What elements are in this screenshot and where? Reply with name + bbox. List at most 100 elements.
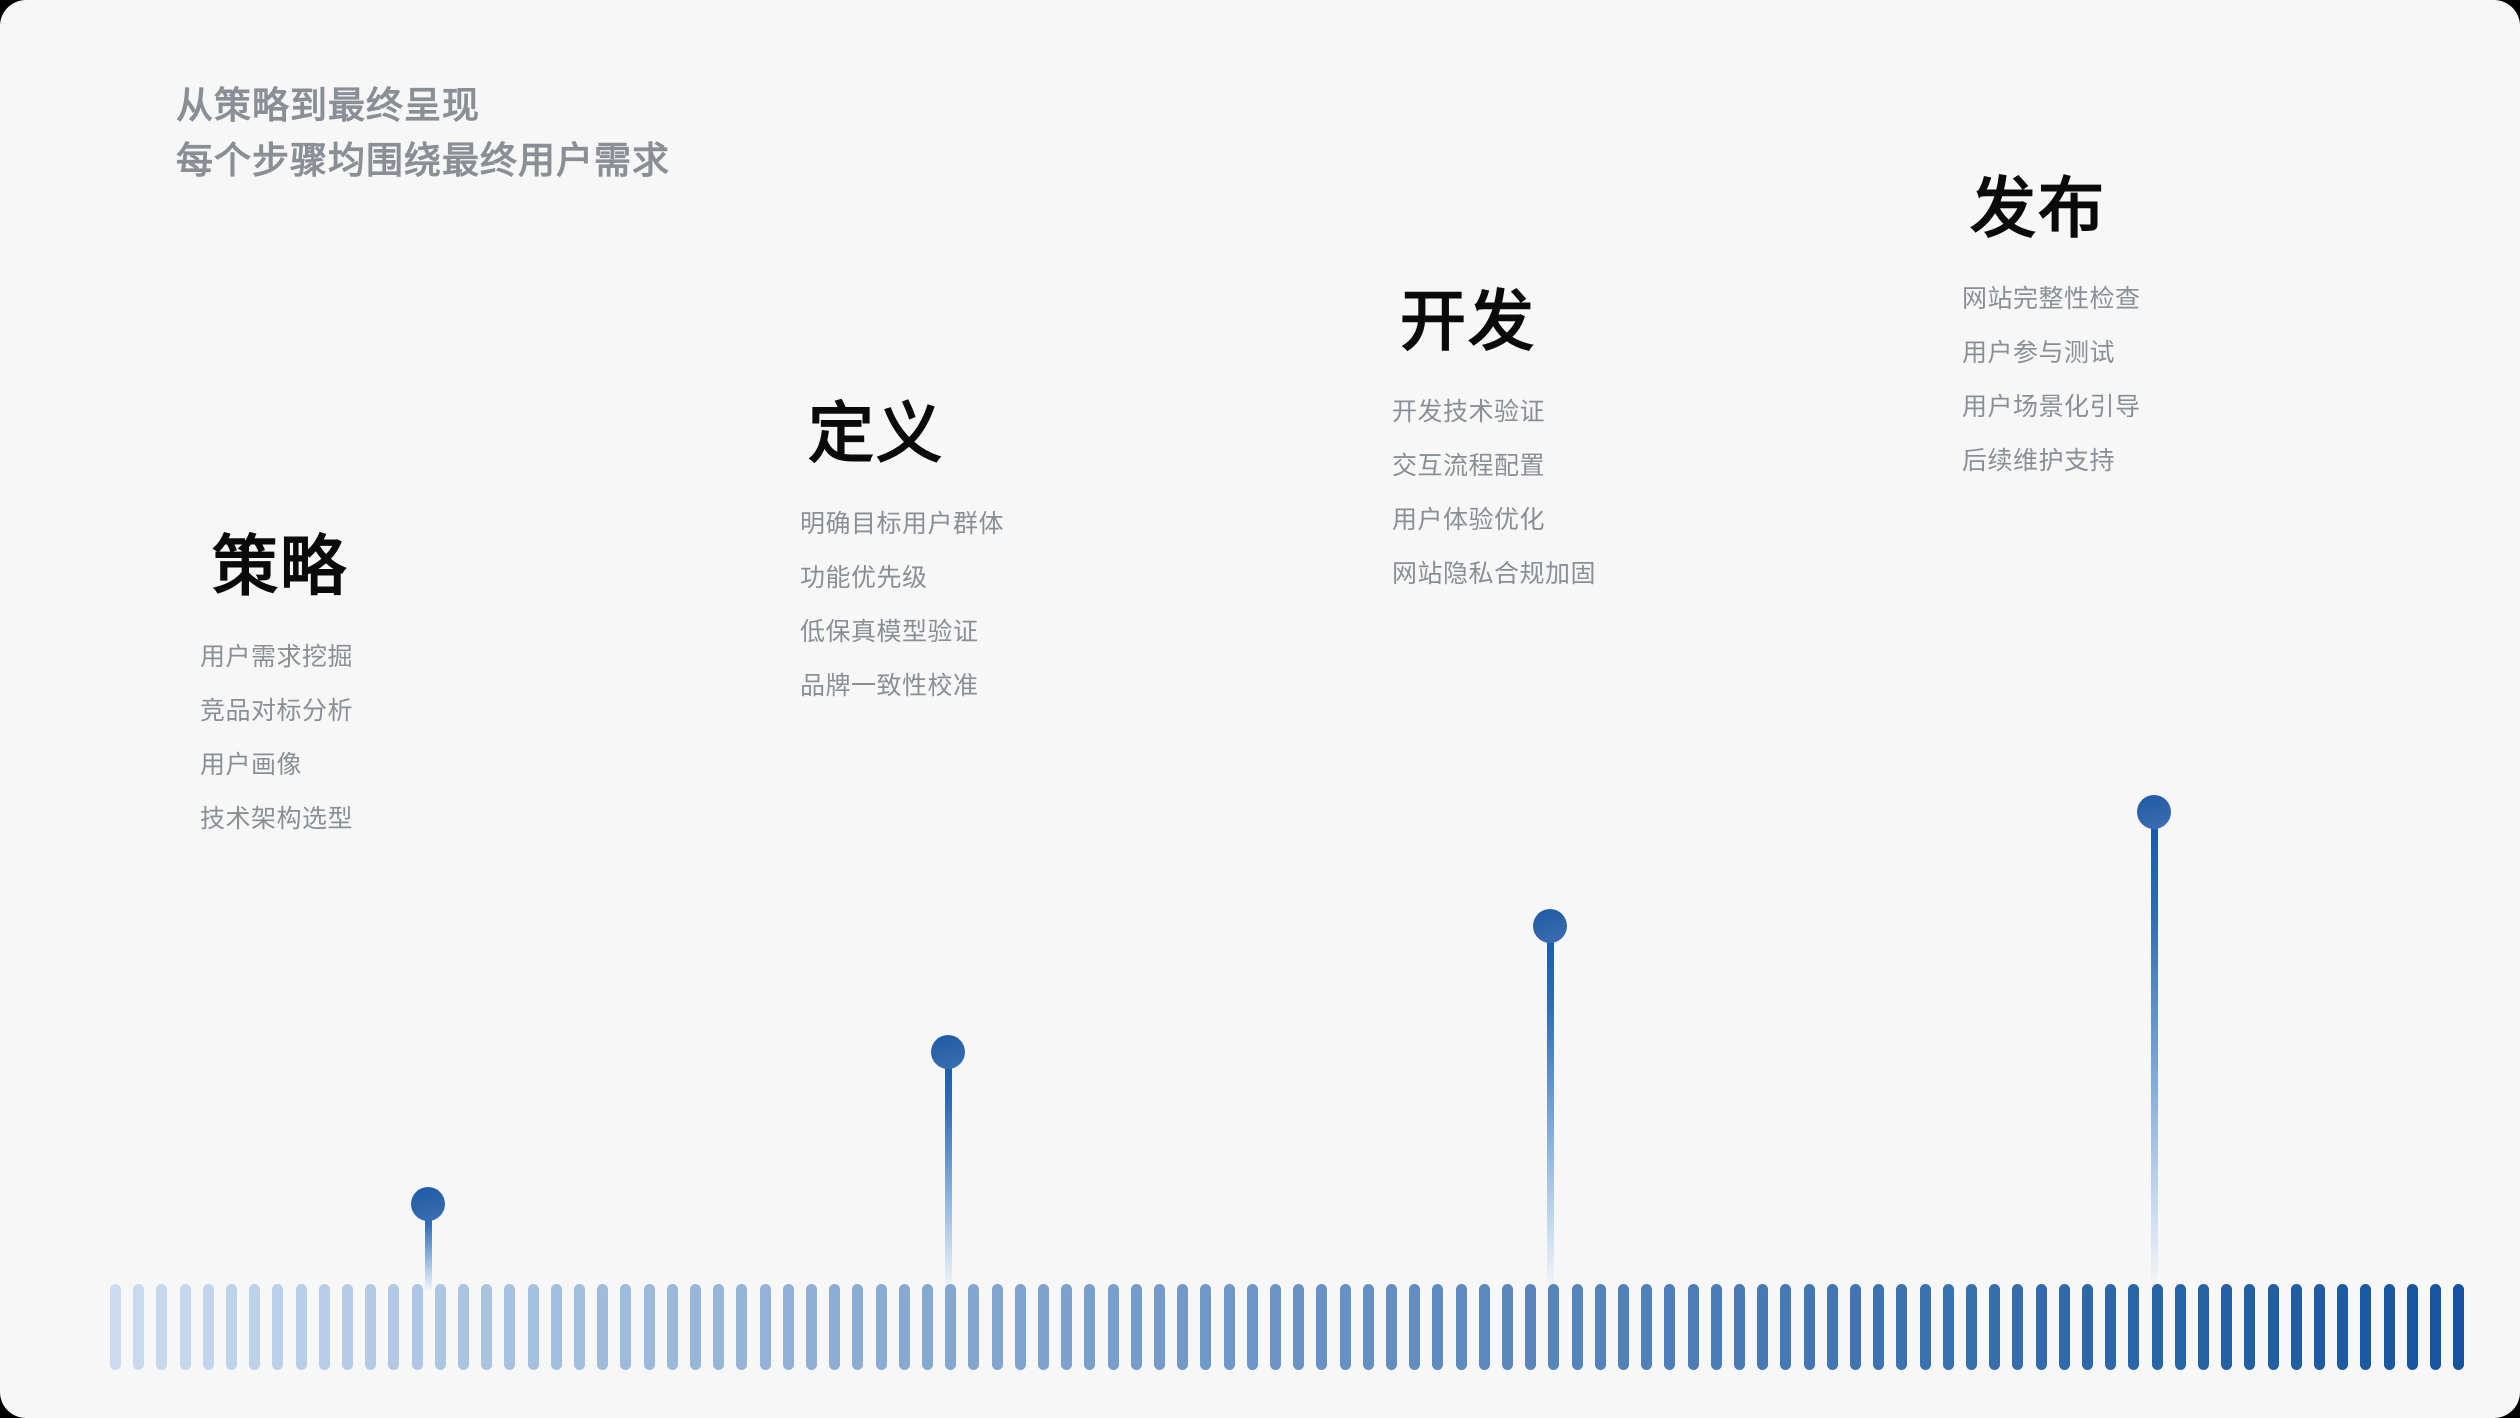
timeline-bar xyxy=(1641,1284,1653,1370)
timeline-bar xyxy=(202,1284,214,1370)
stage-item: 开发技术验证 xyxy=(1392,398,1546,426)
timeline-bar xyxy=(713,1284,725,1370)
stage-title: 策略 xyxy=(212,529,348,603)
stage-item: 用户体验优化 xyxy=(1392,506,1546,534)
timeline-bar xyxy=(1270,1284,1281,1370)
timeline-bar xyxy=(666,1284,678,1370)
stage-item: 品牌一致性校准 xyxy=(800,672,979,700)
stage-title: 发布 xyxy=(1970,171,2106,245)
stage-marker-dot[interactable] xyxy=(931,1035,965,1069)
timeline-bar xyxy=(504,1284,516,1370)
stage-item-list: 网站完整性检查 用户参与测试 用户场景化引导 后续维护支持 xyxy=(1962,272,2402,488)
stage-item-list: 开发技术验证 交互流程配置 用户体验优化 网站隐私合规加固 xyxy=(1392,385,1832,601)
timeline-bar xyxy=(2267,1284,2279,1370)
stage-marker-stem xyxy=(2150,812,2158,1292)
timeline-bar xyxy=(1107,1284,1119,1370)
stage-item-list: 用户需求挖掘 竞品对标分析 用户画像 技术架构选型 xyxy=(200,630,640,846)
timeline-bar xyxy=(1618,1284,1629,1370)
timeline-bar xyxy=(1478,1284,1490,1370)
timeline-bar xyxy=(1873,1284,1885,1370)
timeline-bar xyxy=(620,1284,632,1370)
timeline-bar xyxy=(759,1284,771,1370)
timeline-bar xyxy=(2383,1284,2395,1370)
timeline-bar xyxy=(156,1284,168,1370)
timeline-bar xyxy=(1966,1284,1977,1370)
timeline-bar xyxy=(295,1284,307,1370)
stage-marker-dot[interactable] xyxy=(1533,909,1567,943)
timeline-bar xyxy=(1571,1284,1583,1370)
timeline-bar xyxy=(1246,1284,1258,1370)
stage-item: 用户场景化引导 xyxy=(1962,393,2141,421)
timeline-bar xyxy=(1293,1284,1305,1370)
stage-column-development: 开发 开发技术验证 交互流程配置 用户体验优化 网站隐私合规加固 xyxy=(1392,283,1832,601)
timeline-bar xyxy=(1223,1284,1235,1370)
timeline-bar xyxy=(690,1284,701,1370)
timeline-bar xyxy=(1386,1284,1397,1370)
timeline-bar xyxy=(481,1284,493,1370)
timeline-bar-strip xyxy=(0,1268,2520,1418)
timeline-bar xyxy=(1316,1284,1328,1370)
timeline-bar xyxy=(829,1284,841,1370)
timeline-bar xyxy=(2151,1284,2163,1370)
timeline-bar xyxy=(2430,1284,2441,1370)
header: 从策略到最终呈现 每个步骤均围绕最终用户需求 xyxy=(176,78,1376,188)
timeline-bar xyxy=(1502,1284,1513,1370)
header-line-2: 每个步骤均围绕最终用户需求 xyxy=(176,140,670,181)
timeline-bar xyxy=(318,1284,330,1370)
timeline-bar xyxy=(1803,1284,1815,1370)
timeline-bar xyxy=(574,1284,585,1370)
stage-item-list: 明确目标用户群体 功能优先级 低保真模型验证 品牌一致性校准 xyxy=(800,497,1240,713)
stage-title: 定义 xyxy=(808,396,944,470)
stage-marker-stem xyxy=(944,1052,952,1292)
stage-item: 技术架构选型 xyxy=(200,805,354,833)
timeline-bar xyxy=(1084,1284,1096,1370)
stage-marker-dot[interactable] xyxy=(411,1187,445,1221)
timeline-bar xyxy=(1525,1284,1537,1370)
stage-item: 网站隐私合规加固 xyxy=(1392,560,1597,588)
timeline-bar xyxy=(1780,1284,1792,1370)
timeline-bar xyxy=(1038,1284,1049,1370)
timeline-bar xyxy=(1362,1284,1374,1370)
timeline-bar xyxy=(2012,1284,2024,1370)
timeline-bar xyxy=(527,1284,539,1370)
timeline-bar xyxy=(1826,1284,1838,1370)
timeline-bar xyxy=(1177,1284,1189,1370)
timeline-bar xyxy=(1896,1284,1908,1370)
timeline-bar xyxy=(1432,1284,1444,1370)
timeline-bar xyxy=(2128,1284,2140,1370)
stage-item: 低保真模型验证 xyxy=(800,618,979,646)
stage-marker-stem xyxy=(1546,926,1554,1292)
timeline-bar xyxy=(782,1284,794,1370)
timeline-bar xyxy=(2406,1284,2418,1370)
stage-item: 用户画像 xyxy=(200,751,303,779)
timeline-bar xyxy=(2337,1284,2349,1370)
stage-marker-dot[interactable] xyxy=(2137,795,2171,829)
timeline-bar xyxy=(365,1284,377,1370)
timeline-bar xyxy=(2360,1284,2372,1370)
timeline-bar xyxy=(2035,1284,2047,1370)
stage-item: 用户需求挖掘 xyxy=(200,643,354,671)
timeline-bar xyxy=(922,1284,933,1370)
stage-item: 网站完整性检查 xyxy=(1962,285,2141,313)
timeline-bar xyxy=(226,1284,237,1370)
timeline-bar xyxy=(434,1284,446,1370)
stage-item: 明确目标用户群体 xyxy=(800,510,1005,538)
timeline-bar xyxy=(643,1284,655,1370)
timeline-bar xyxy=(1548,1284,1560,1370)
stage-column-release: 发布 网站完整性检查 用户参与测试 用户场景化引导 后续维护支持 xyxy=(1962,170,2402,488)
timeline-bar xyxy=(1154,1284,1165,1370)
timeline-bar xyxy=(272,1284,284,1370)
timeline-bar xyxy=(898,1284,910,1370)
timeline-bar xyxy=(1339,1284,1351,1370)
timeline-bar xyxy=(1850,1284,1861,1370)
timeline-bar xyxy=(1664,1284,1676,1370)
stage-item: 竞品对标分析 xyxy=(200,697,354,725)
timeline-bar xyxy=(133,1284,145,1370)
timeline-bar xyxy=(1989,1284,2001,1370)
timeline-bar xyxy=(458,1284,469,1370)
stage-marker-stem xyxy=(424,1204,432,1292)
timeline-bar xyxy=(875,1284,887,1370)
stage-item: 功能优先级 xyxy=(800,564,928,592)
timeline-bar xyxy=(388,1284,400,1370)
